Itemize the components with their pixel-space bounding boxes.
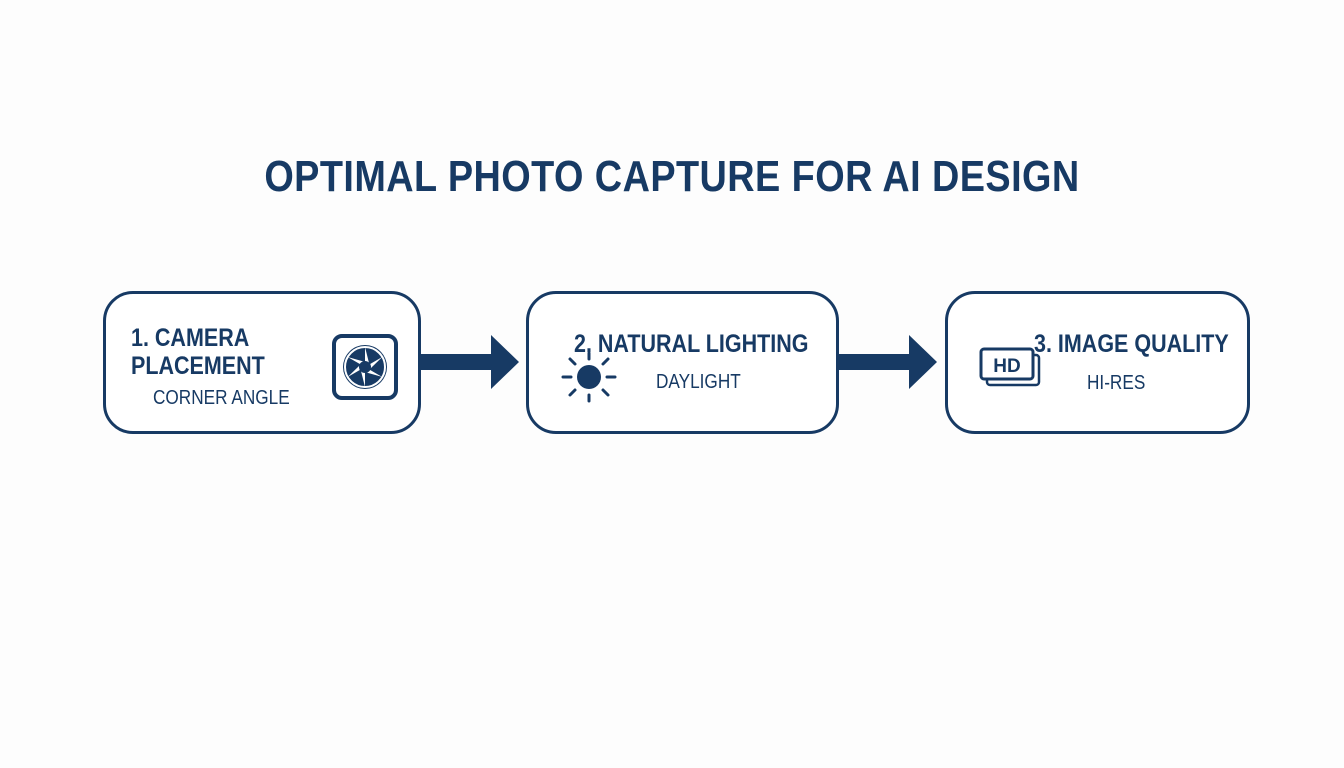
step-sublabel: HI-RES <box>1087 372 1146 394</box>
step-sublabel: DAYLIGHT <box>656 371 741 393</box>
sun-icon <box>561 351 617 403</box>
step-camera-placement: 1. CAMERA PLACEMENT CORNER ANGLE <box>103 291 421 434</box>
hd-icon-text: HD <box>993 356 1020 377</box>
step-label: 3. IMAGE QUALITY <box>1034 330 1229 358</box>
camera-aperture-icon <box>332 334 398 400</box>
step-label: 1. CAMERA PLACEMENT <box>131 324 265 380</box>
step-image-quality: 3. IMAGE QUALITY HI-RES HD <box>945 291 1250 434</box>
step-label: 2. NATURAL LIGHTING <box>574 330 809 358</box>
hd-icon: HD <box>979 347 1041 387</box>
flow-arrow-icon <box>421 335 519 389</box>
step-sublabel: CORNER ANGLE <box>153 387 290 409</box>
flow-arrow-icon <box>839 335 937 389</box>
diagram-title: OPTIMAL PHOTO CAPTURE FOR AI DESIGN <box>264 152 1080 201</box>
step-natural-lighting: 2. NATURAL LIGHTING DAYLIGHT <box>526 291 839 434</box>
